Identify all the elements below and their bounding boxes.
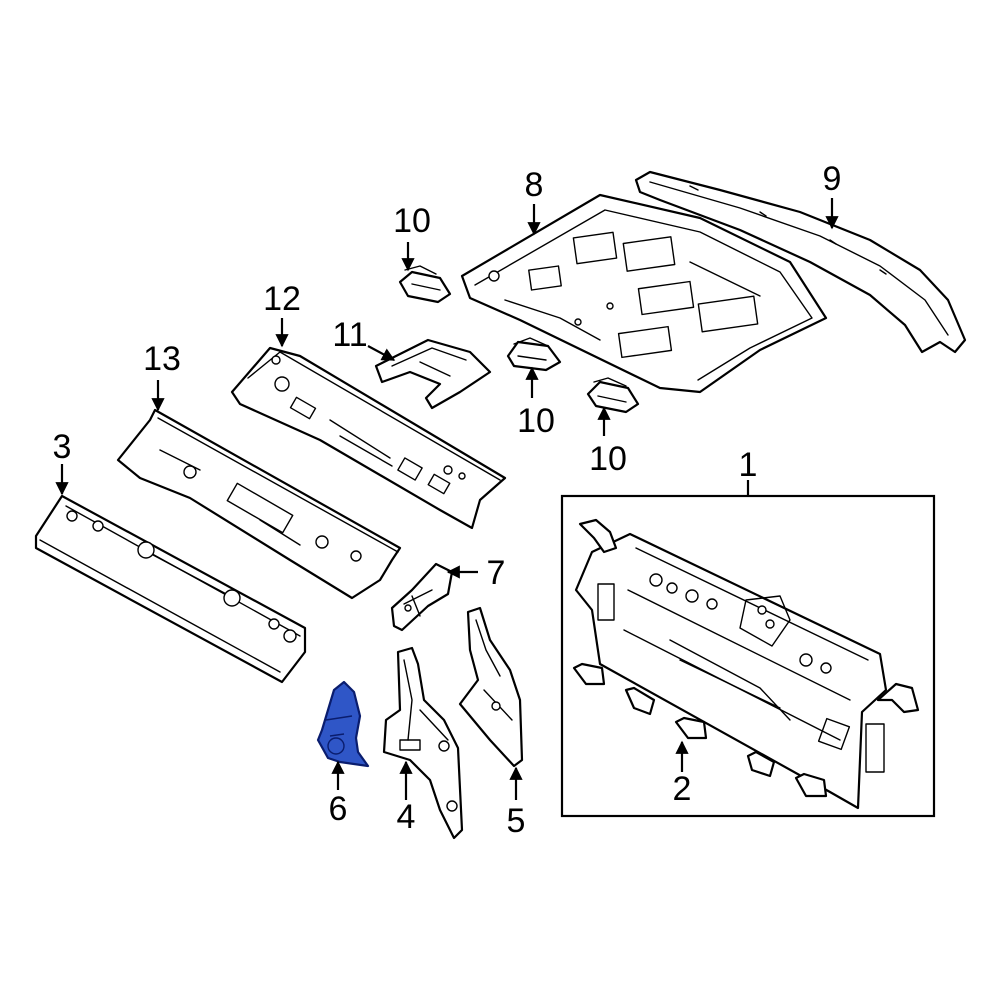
callout-3: 3 [53,428,72,466]
part-12-crossmember[interactable] [230,346,507,530]
part-6-highlighted-panel[interactable] [316,680,370,768]
part-7-bracket[interactable] [390,562,454,632]
callout-13: 13 [143,340,181,378]
callout-7: 7 [487,554,506,592]
part-4-inner-panel[interactable] [382,646,464,840]
callout-5: 5 [507,802,526,840]
callout-6: 6 [329,790,348,828]
part-1-back-panel[interactable] [574,518,920,810]
part-10-bracket-middle[interactable] [506,337,562,372]
part-13-floor-crossmember[interactable] [116,408,402,600]
part-9-rear-header[interactable] [634,170,967,354]
callout-10-top: 10 [393,202,431,240]
part-2-clips[interactable] [572,662,828,798]
callout-8: 8 [525,166,544,204]
callout-4: 4 [397,798,416,836]
callout-11: 11 [332,316,367,354]
callout-labels: 1 2 3 4 5 6 7 8 9 10 10 10 11 12 13 [53,160,842,840]
callout-12: 12 [263,280,301,318]
part-8-package-tray[interactable] [460,193,828,394]
callout-10-middle: 10 [517,402,555,440]
leader-lines [55,198,839,800]
callout-10-bottom: 10 [589,440,627,478]
callout-9: 9 [823,160,842,198]
callout-2: 2 [673,770,692,808]
part-10-bracket-top[interactable] [398,265,452,304]
part-3-rear-crossmember[interactable] [34,494,307,684]
part-11-bracket[interactable] [374,338,492,410]
callout-1: 1 [739,446,758,484]
part-5-side-panel[interactable] [458,606,524,768]
part-10-bracket-bottom[interactable] [586,377,640,414]
